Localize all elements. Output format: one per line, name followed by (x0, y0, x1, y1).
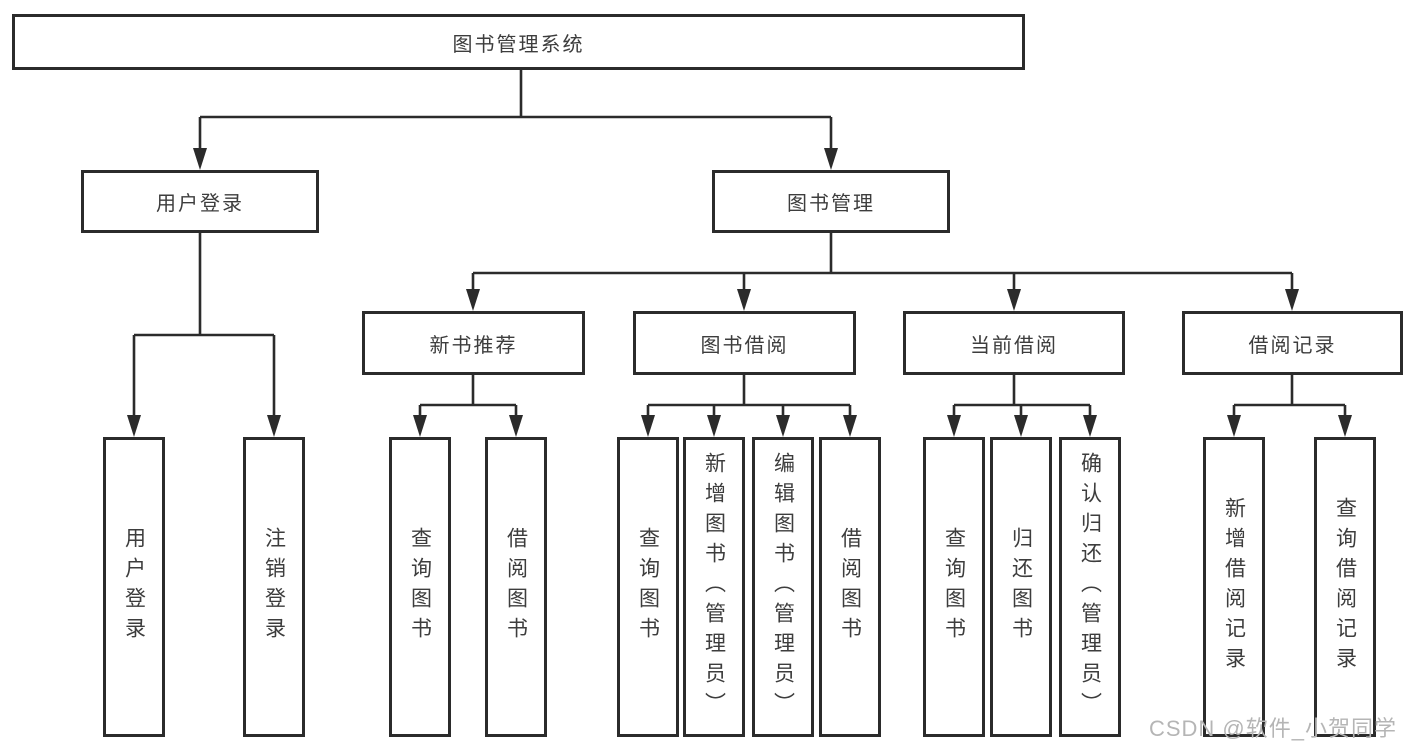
leaf-query-borrow-record: 查询借阅记录 (1314, 437, 1376, 737)
leaf-label: 编辑图书（管理员） (771, 452, 795, 722)
node-user-login-label: 用户登录 (156, 193, 244, 215)
leaf-label: 借阅图书 (504, 527, 528, 647)
node-book-management: 图书管理 (712, 170, 950, 233)
leaf-confirm-return-admin: 确认归还（管理员） (1059, 437, 1121, 737)
node-borrow-records-label: 借阅记录 (1248, 334, 1337, 357)
leaf-label: 查询图书 (636, 527, 660, 647)
leaf-borrow-books: 借阅图书 (819, 437, 881, 737)
leaf-add-books-admin: 新增图书（管理员） (683, 437, 745, 737)
node-current-borrow: 当前借阅 (903, 311, 1125, 375)
leaf-label: 确认归还（管理员） (1078, 452, 1102, 722)
leaf-label: 查询图书 (942, 527, 966, 647)
leaf-label: 归还图书 (1009, 527, 1033, 647)
node-book-borrow: 图书借阅 (633, 311, 856, 375)
node-root-label: 图书管理系统 (452, 33, 585, 56)
node-current-borrow-label: 当前借阅 (970, 334, 1058, 357)
leaf-label: 注销登录 (262, 527, 286, 647)
leaf-user-login: 用户登录 (103, 437, 165, 737)
leaf-borrow-books-recommend: 借阅图书 (485, 437, 547, 737)
node-user-login: 用户登录 (81, 170, 319, 233)
leaf-query-books-borrow: 查询图书 (617, 437, 679, 737)
leaf-label: 查询借阅记录 (1333, 497, 1357, 677)
leaf-query-books-current: 查询图书 (923, 437, 985, 737)
node-book-management-label: 图书管理 (787, 193, 875, 215)
node-borrow-records: 借阅记录 (1182, 311, 1403, 375)
node-book-borrow-label: 图书借阅 (700, 334, 789, 357)
leaf-label: 用户登录 (122, 527, 146, 647)
leaf-label: 借阅图书 (838, 527, 862, 647)
csdn-watermark: CSDN @软件_小贺同学 (1148, 716, 1397, 741)
node-root: 图书管理系统 (12, 14, 1025, 70)
node-new-book-recommend: 新书推荐 (362, 311, 585, 375)
leaf-edit-books-admin: 编辑图书（管理员） (752, 437, 814, 737)
leaf-add-borrow-record: 新增借阅记录 (1203, 437, 1265, 737)
leaf-logout: 注销登录 (243, 437, 305, 737)
leaf-query-books-recommend: 查询图书 (389, 437, 451, 737)
leaf-label: 查询图书 (408, 527, 432, 647)
leaf-return-books: 归还图书 (990, 437, 1052, 737)
leaf-label: 新增图书（管理员） (702, 452, 726, 722)
node-new-book-recommend-label: 新书推荐 (429, 334, 518, 357)
leaf-label: 新增借阅记录 (1222, 497, 1246, 677)
